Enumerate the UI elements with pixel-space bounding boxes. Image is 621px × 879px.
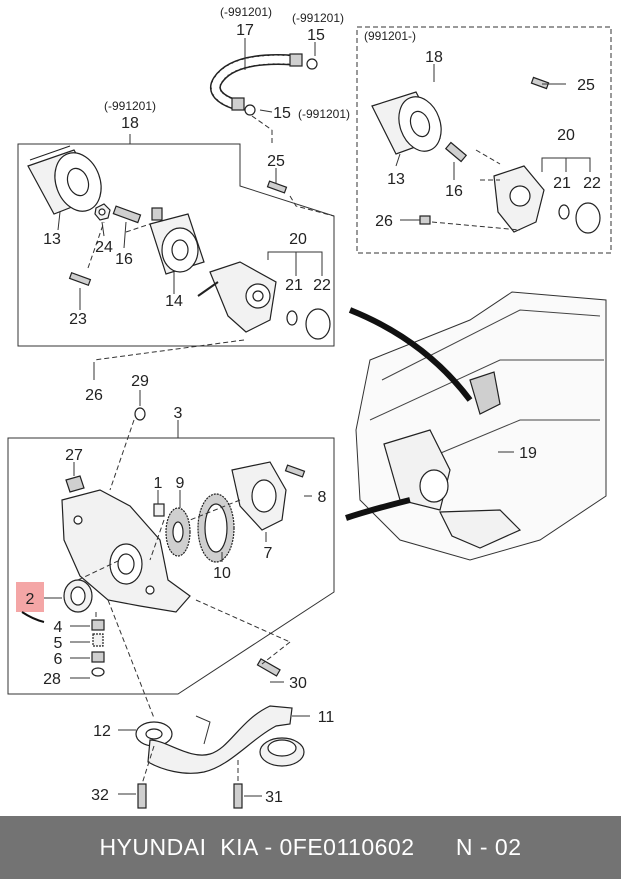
callout-12: 12 xyxy=(93,723,111,740)
note-date-right-box: (991201-) xyxy=(364,29,416,43)
oil-filter-part xyxy=(27,145,102,215)
oil-cooler-part xyxy=(149,207,205,275)
callout-9: 9 xyxy=(176,475,185,492)
callout-18: 18 xyxy=(121,115,139,132)
note-date-17: (-991201) xyxy=(220,5,272,19)
footer-part-number: HYUNDAI KIA - 0FE0110602 xyxy=(99,834,415,860)
callout-31: 31 xyxy=(265,789,283,806)
callout-13: 13 xyxy=(43,231,61,248)
callout-19: 19 xyxy=(519,445,537,462)
callout-6: 6 xyxy=(54,651,63,668)
callout-14: 14 xyxy=(165,293,183,310)
stud-part-alt xyxy=(444,141,468,163)
o-ring-pump xyxy=(134,407,146,421)
callout-25: 25 xyxy=(577,77,595,94)
strainer-bolt-part xyxy=(137,783,243,809)
oil-pump-housing-part xyxy=(61,489,191,613)
callout-25: 25 xyxy=(267,153,285,170)
callout-28: 28 xyxy=(43,671,61,688)
oil-hose-part xyxy=(209,53,303,111)
callout-21: 21 xyxy=(285,277,303,294)
oil-pump-arrow xyxy=(21,611,45,623)
callout-26: 26 xyxy=(375,213,393,230)
bolt-part xyxy=(68,180,288,287)
parts-diagram: 17 15 15 18 13 24 16 14 25 20 21 22 23 1… xyxy=(7,5,612,809)
callout-4: 4 xyxy=(54,619,63,636)
callout-15: 15 xyxy=(273,105,291,122)
callout-8: 8 xyxy=(318,489,327,506)
note-date-15-mid: (-991201) xyxy=(298,107,350,121)
engine-arrow-lower xyxy=(345,497,411,521)
dashed-lines xyxy=(77,115,521,785)
o-ring-part-alt xyxy=(558,202,601,234)
footer-spacer xyxy=(415,834,456,861)
callout-2: 2 xyxy=(26,591,35,608)
hose-clamp-part xyxy=(244,58,318,116)
callout-32: 32 xyxy=(91,787,109,804)
callout-23: 23 xyxy=(69,311,87,328)
callout-16: 16 xyxy=(445,183,463,200)
oil-strainer-part xyxy=(147,705,305,774)
callout-3: 3 xyxy=(174,405,183,422)
drive-gear-part xyxy=(153,503,191,557)
oil-seal-part xyxy=(63,579,93,613)
leader-lines xyxy=(44,38,591,797)
nut-part xyxy=(94,203,111,221)
highlight-part-2 xyxy=(16,582,44,612)
callout-26: 26 xyxy=(85,387,103,404)
callout-13: 13 xyxy=(387,171,405,188)
callout-15: 15 xyxy=(307,27,325,44)
gasket-part xyxy=(135,721,173,747)
callout-1: 1 xyxy=(154,475,163,492)
callout-30: 30 xyxy=(289,675,307,692)
footer-bar: HYUNDAI KIA - 0FE0110602 N - 02 xyxy=(0,816,621,879)
callout-7: 7 xyxy=(264,545,273,562)
oil-pump-group-box xyxy=(7,437,335,695)
callout-5: 5 xyxy=(54,635,63,652)
callout-18: 18 xyxy=(425,49,443,66)
oil-filter-part-alt xyxy=(371,91,442,155)
note-date-18: (-991201) xyxy=(104,99,156,113)
callout-29: 29 xyxy=(131,373,149,390)
callout-20: 20 xyxy=(289,231,307,248)
relief-valve-parts xyxy=(91,619,105,677)
callout-22: 22 xyxy=(313,277,331,294)
callout-16: 16 xyxy=(115,251,133,268)
callout-17: 17 xyxy=(236,22,254,39)
callout-24: 24 xyxy=(95,239,113,256)
pump-cover-part xyxy=(231,461,287,531)
bolt-pump xyxy=(256,658,281,677)
callout-22: 22 xyxy=(583,175,601,192)
o-ring-part xyxy=(286,308,331,340)
callout-20: 20 xyxy=(557,127,575,144)
callout-21: 21 xyxy=(553,175,571,192)
callout-27: 27 xyxy=(65,447,83,464)
callout-11: 11 xyxy=(318,709,335,726)
stud-part xyxy=(112,205,142,224)
note-date-15-top: (-991201) xyxy=(292,11,344,25)
plug-part xyxy=(65,475,85,493)
engine-arrow-upper xyxy=(348,307,473,402)
filter-bracket-part-alt xyxy=(493,165,545,233)
callout-10: 10 xyxy=(213,565,231,582)
driven-gear-part xyxy=(197,493,235,563)
filter-bracket-part xyxy=(197,261,277,333)
cover-screw-part xyxy=(284,464,306,478)
footer-page-number: N - 02 xyxy=(455,834,522,860)
